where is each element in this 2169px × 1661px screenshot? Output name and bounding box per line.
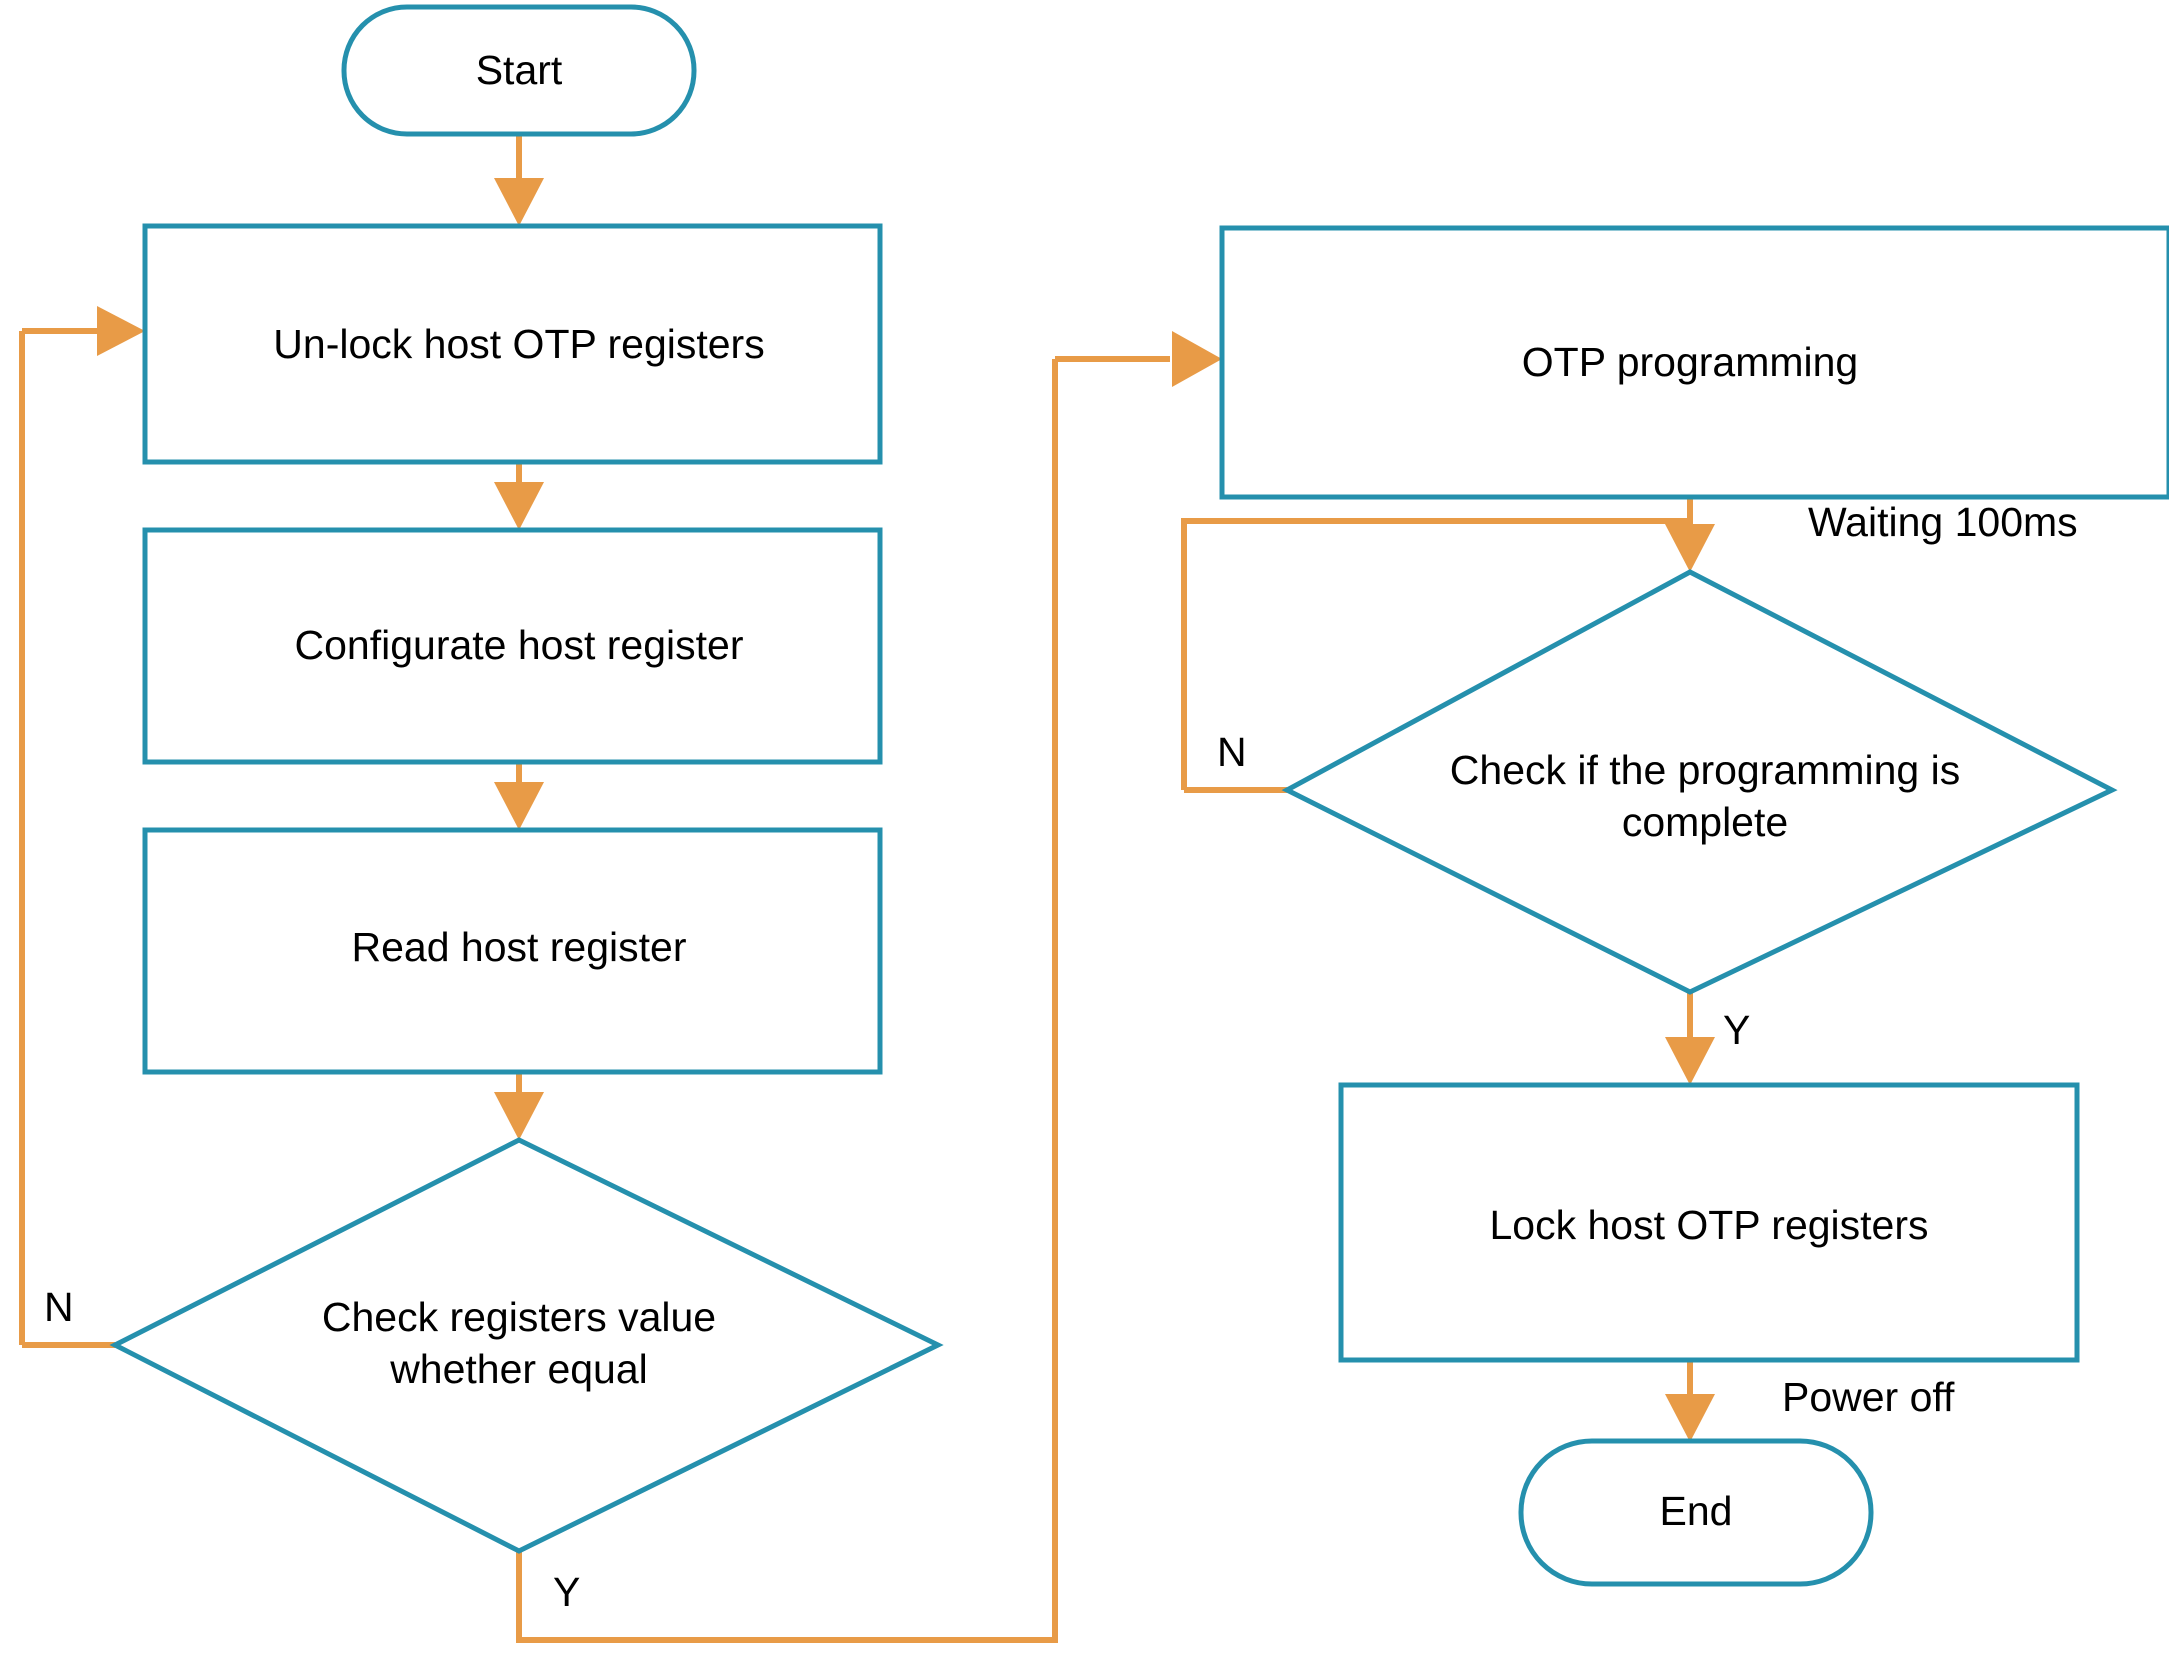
edge-check-equal-yes-to-otp-programming — [516, 331, 1222, 1643]
node-check-registers-value[interactable]: Check registers value whether equal — [109, 1137, 944, 1554]
node-lock-label: Lock host OTP registers — [1489, 1202, 1928, 1248]
node-start[interactable]: Start — [341, 4, 697, 137]
node-unlock-host-otp-registers[interactable]: Un-lock host OTP registers — [142, 223, 883, 465]
node-check-equal-label-line1: Check registers value — [322, 1294, 716, 1340]
edge-label-check-equal-yes: Y — [553, 1569, 580, 1615]
node-read-host-register[interactable]: Read host register — [142, 827, 883, 1075]
node-end[interactable]: End — [1518, 1438, 1874, 1587]
edge-label-check-complete-no: N — [1217, 729, 1247, 775]
node-check-equal-label-line2: whether equal — [389, 1346, 648, 1392]
node-otp-programming-label: OTP programming — [1522, 339, 1858, 385]
edge-configurate-to-read — [494, 762, 544, 830]
edge-check-equal-no-to-unlock — [19, 306, 145, 1348]
node-start-label: Start — [476, 47, 563, 93]
node-check-complete-label-line2: complete — [1622, 799, 1788, 845]
node-end-label: End — [1660, 1488, 1733, 1534]
edge-unlock-to-configurate — [494, 462, 544, 530]
edge-read-to-check-equal — [494, 1072, 544, 1140]
node-check-complete-label-line1: Check if the programming is — [1450, 747, 1960, 793]
node-lock-host-otp-registers[interactable]: Lock host OTP registers — [1338, 1082, 2080, 1363]
node-unlock-label: Un-lock host OTP registers — [273, 321, 764, 367]
edge-start-to-unlock — [494, 133, 544, 226]
node-check-programming-complete[interactable]: Check if the programming is complete — [1281, 569, 2118, 995]
edge-label-power-off: Power off — [1782, 1374, 1955, 1420]
node-configurate-host-register[interactable]: Configurate host register — [142, 527, 883, 765]
node-configurate-label: Configurate host register — [295, 622, 744, 668]
edge-lock-to-end — [1665, 1360, 1715, 1442]
edge-check-complete-yes-to-lock — [1665, 992, 1715, 1085]
edge-otp-programming-to-check-complete — [1665, 497, 1715, 572]
edge-label-check-equal-no: N — [44, 1284, 74, 1330]
edge-check-complete-no-to-otp-programming — [1181, 518, 1690, 793]
node-read-label: Read host register — [351, 924, 686, 970]
edge-label-check-complete-yes: Y — [1723, 1007, 1750, 1053]
node-otp-programming[interactable]: OTP programming — [1219, 225, 2169, 500]
edge-label-waiting-100ms: Waiting 100ms — [1808, 499, 2078, 545]
